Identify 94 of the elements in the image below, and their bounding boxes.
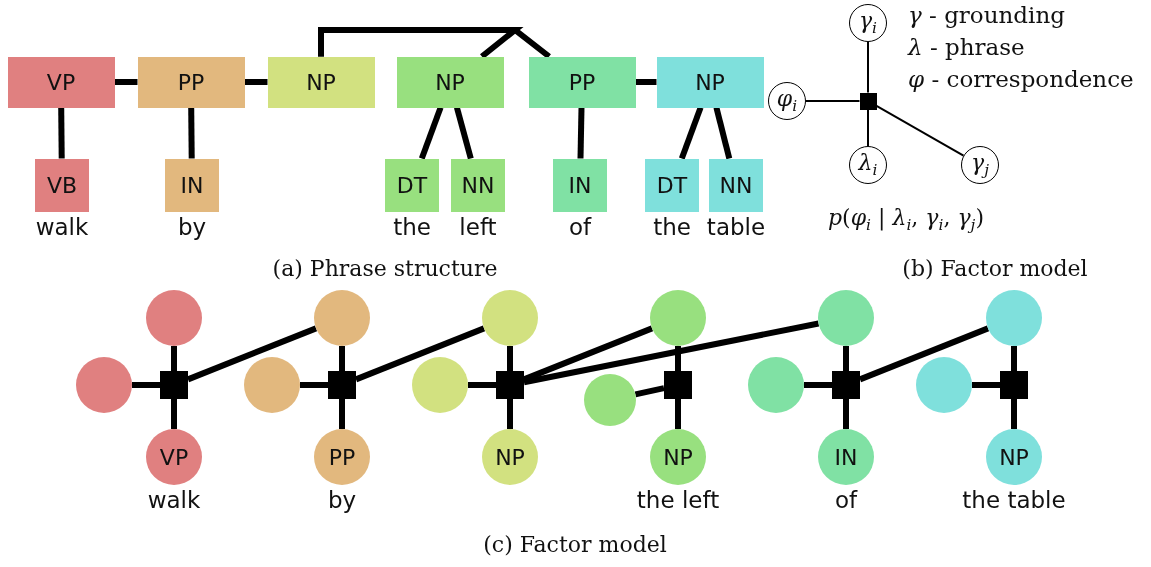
word-label: of bbox=[568, 213, 592, 240]
connector-line bbox=[1011, 399, 1017, 429]
factor-square bbox=[859, 92, 877, 110]
connector-line bbox=[339, 346, 345, 371]
factor-square bbox=[832, 371, 860, 399]
phrase-box: IN bbox=[165, 158, 219, 212]
connector-line bbox=[577, 107, 585, 159]
connector-line bbox=[58, 107, 65, 159]
connector-line bbox=[244, 79, 268, 85]
node-circle bbox=[916, 357, 972, 413]
phrase-box: PP bbox=[137, 56, 245, 108]
connector-line bbox=[805, 100, 861, 102]
phrase-box: NP bbox=[267, 56, 375, 108]
connector-line bbox=[188, 107, 195, 159]
legend-text: γ - grounding bbox=[908, 2, 1065, 28]
variable-circle: γ$_{i}$ bbox=[849, 4, 887, 42]
connector-line bbox=[843, 399, 849, 429]
connector-line bbox=[972, 382, 1000, 388]
phrase-box: PP bbox=[528, 56, 636, 108]
word-label: by bbox=[327, 487, 357, 513]
connector-line bbox=[867, 41, 869, 94]
word-label: the bbox=[653, 213, 691, 240]
connector-line bbox=[419, 106, 444, 160]
connector-line bbox=[713, 106, 733, 160]
word-label: walk bbox=[35, 213, 89, 240]
node-circle bbox=[584, 374, 636, 426]
connector-line bbox=[675, 399, 681, 429]
node-circle bbox=[748, 357, 804, 413]
phrase-box: DT bbox=[645, 158, 699, 212]
phrase-box: IN bbox=[553, 158, 607, 212]
phrase-box: VB bbox=[35, 158, 89, 212]
connector-line bbox=[339, 399, 345, 429]
node-circle: NP bbox=[986, 429, 1042, 485]
variable-circle: γ$_{j}$ bbox=[961, 146, 999, 184]
word-label: the table bbox=[962, 487, 1066, 513]
connector-line bbox=[635, 79, 657, 85]
node-circle: IN bbox=[818, 429, 874, 485]
factor-square bbox=[1000, 371, 1028, 399]
legend-text: λ - phrase bbox=[908, 34, 1025, 60]
connector-line bbox=[675, 346, 681, 371]
node-circle bbox=[412, 357, 468, 413]
word-label: by bbox=[177, 213, 207, 240]
phrase-box: NN bbox=[451, 158, 505, 212]
figure-caption: (a) Phrase structure bbox=[272, 256, 498, 281]
legend-text: φ - correspondence bbox=[908, 66, 1134, 92]
node-circle bbox=[314, 290, 370, 346]
connector-line bbox=[114, 79, 138, 85]
factor-square bbox=[160, 371, 188, 399]
connector-line bbox=[454, 106, 474, 160]
connector-line bbox=[171, 346, 177, 371]
figure-caption: (c) Factor model bbox=[483, 532, 667, 557]
connector-line bbox=[634, 385, 665, 398]
connector-line bbox=[132, 382, 160, 388]
figure-caption: (b) Factor model bbox=[902, 256, 1088, 281]
variable-circle: λ$_{i}$ bbox=[849, 146, 887, 184]
connector-line bbox=[507, 399, 513, 429]
word-label: table bbox=[706, 213, 766, 240]
connector-line bbox=[804, 382, 832, 388]
variable-circle: φ$_{i}$ bbox=[768, 82, 806, 120]
connector-line bbox=[875, 104, 965, 157]
word-label: of bbox=[834, 487, 858, 513]
connector-line bbox=[843, 346, 849, 371]
node-circle bbox=[818, 290, 874, 346]
factor-square bbox=[664, 371, 692, 399]
probability-formula: p(φ$_{i}$ | λ$_{i}$, γ$_{i}$, γ$_{j}$) bbox=[828, 205, 984, 235]
node-circle bbox=[650, 290, 706, 346]
connector-line bbox=[507, 346, 513, 371]
connector-line bbox=[468, 382, 496, 388]
word-label: the bbox=[393, 213, 431, 240]
node-circle: VP bbox=[146, 429, 202, 485]
node-circle: PP bbox=[314, 429, 370, 485]
factor-square bbox=[496, 371, 524, 399]
node-circle bbox=[482, 290, 538, 346]
node-circle bbox=[244, 357, 300, 413]
connector-line bbox=[1011, 346, 1017, 371]
node-circle bbox=[146, 290, 202, 346]
node-circle bbox=[986, 290, 1042, 346]
node-circle bbox=[76, 357, 132, 413]
phrase-box: DT bbox=[385, 158, 439, 212]
phrase-box: NN bbox=[709, 158, 763, 212]
connector-line bbox=[300, 382, 328, 388]
node-circle: NP bbox=[482, 429, 538, 485]
word-label: walk bbox=[147, 487, 201, 513]
phrase-box: NP bbox=[656, 56, 764, 108]
word-label: left bbox=[459, 213, 497, 240]
connector-line bbox=[679, 106, 704, 160]
phrase-box: VP bbox=[7, 56, 115, 108]
connector-line bbox=[523, 320, 820, 386]
word-label: the left bbox=[636, 487, 720, 513]
factor-square bbox=[328, 371, 356, 399]
connector-line bbox=[171, 399, 177, 429]
connector-line bbox=[867, 108, 869, 147]
phrase-box: NP bbox=[396, 56, 504, 108]
node-circle: NP bbox=[650, 429, 706, 485]
